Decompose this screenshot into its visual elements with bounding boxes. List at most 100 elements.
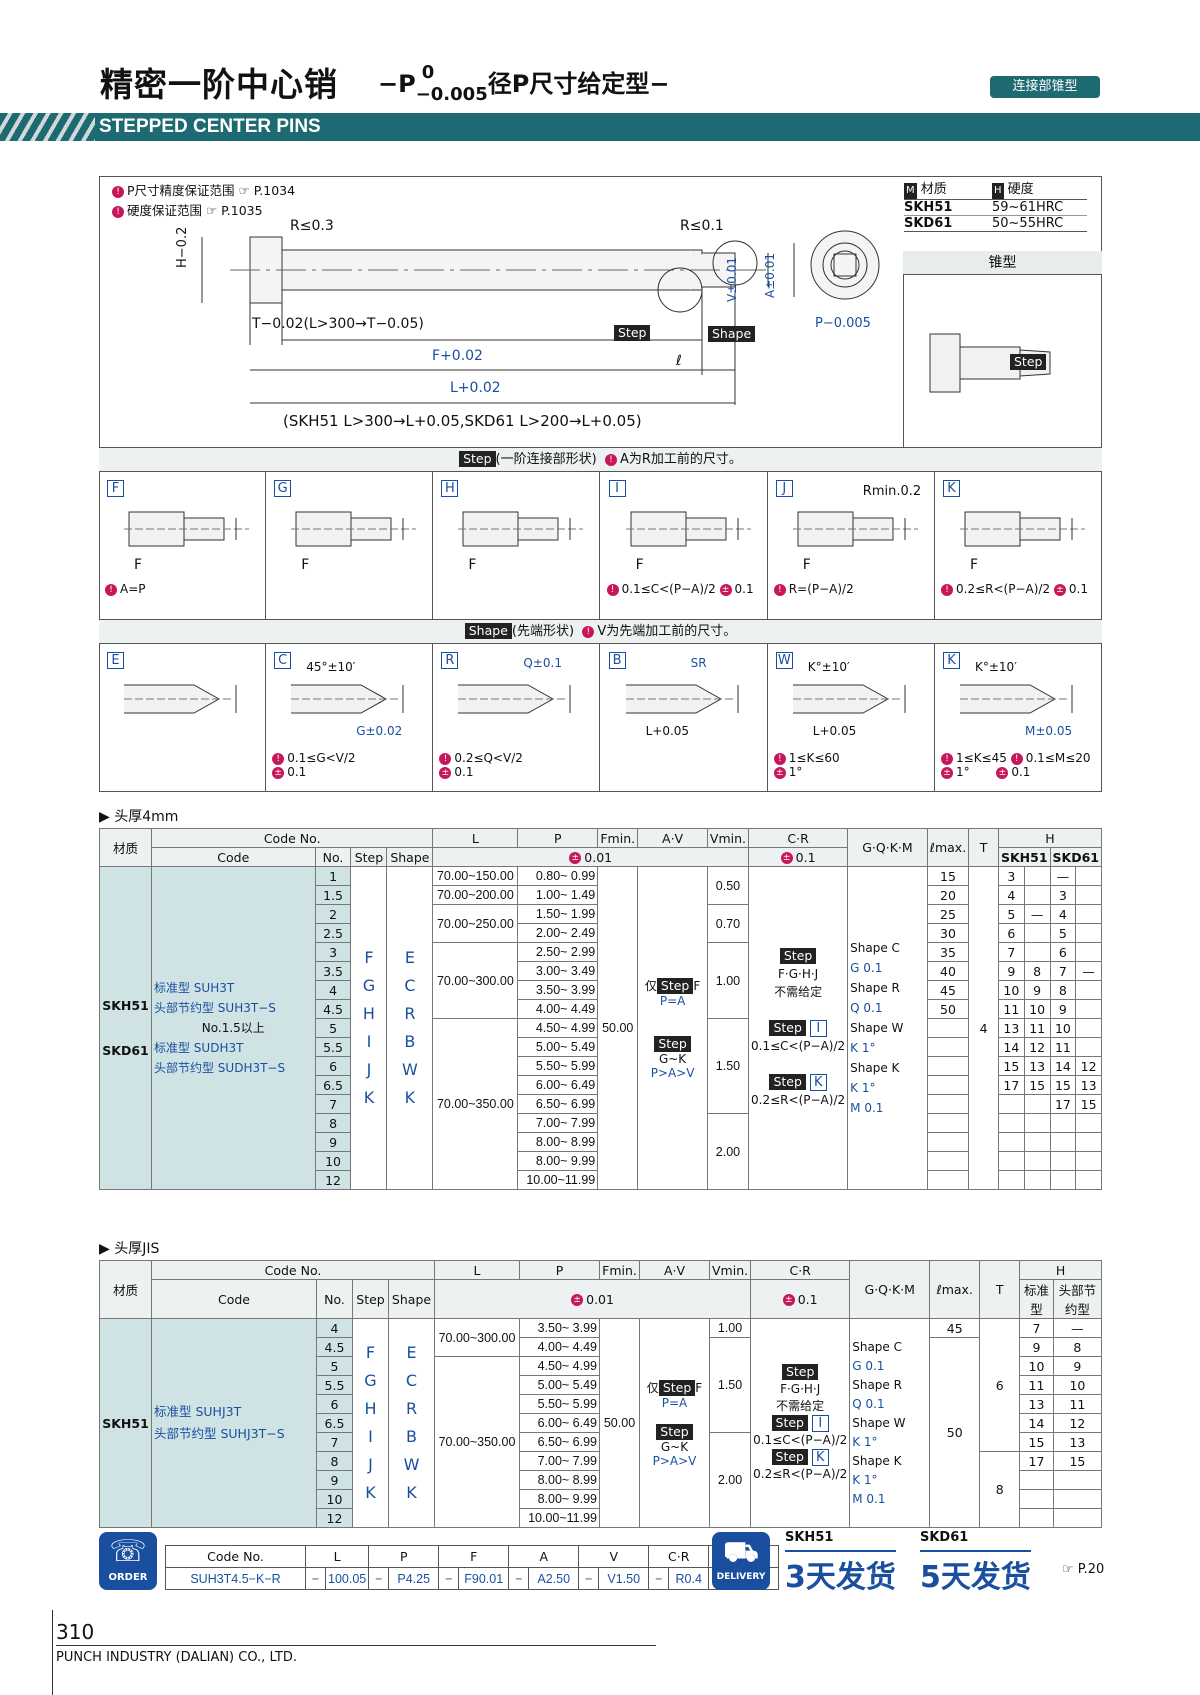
order-value: R0.4 (668, 1567, 710, 1590)
col-no: No. (316, 1279, 353, 1319)
no-cell: 5 (314, 1018, 352, 1038)
vmin-value: 1.00 (708, 1318, 752, 1338)
h-value (1075, 1018, 1102, 1038)
h-value (997, 1132, 1025, 1152)
l-range: 70.00~150.00 (432, 866, 519, 886)
shape-key: W (775, 652, 793, 669)
h-value: 9 (1019, 1337, 1054, 1357)
col-p: P (519, 1260, 600, 1280)
step-key: F (107, 480, 124, 497)
lmax-value (926, 1151, 970, 1171)
no-cell: 7 (314, 1094, 352, 1114)
h-value: 12 (1075, 1056, 1102, 1076)
lmax-value: 45 (929, 1318, 981, 1338)
p-range: 4.50~ 4.99 (517, 1018, 599, 1038)
h-value: 11 (1049, 1037, 1077, 1057)
h-value: 3 (997, 866, 1025, 886)
order-header: A (508, 1545, 580, 1568)
step-sketch (458, 511, 584, 547)
step-key: G (274, 480, 292, 497)
step-note: !0.2≤R<(P−A)/2 ±0.1 (941, 582, 1088, 596)
col-shape: Shape (388, 1279, 435, 1319)
h-value (1023, 885, 1051, 905)
h-value (1075, 1037, 1102, 1057)
no-cell: 4 (316, 1318, 353, 1338)
order-value: − (305, 1567, 326, 1590)
col-shape: Shape (386, 847, 434, 867)
delivery-skh51-days: 3天发货 (785, 1550, 896, 1596)
step-note: !R=(P−A)/2 (773, 582, 854, 596)
delivery-icon: ⛟DELIVERY (712, 1532, 770, 1590)
lmax-value (926, 1075, 970, 1095)
no-cell: 3.5 (314, 961, 352, 981)
p-range: 2.00~ 2.49 (517, 923, 599, 943)
lmax-value (926, 1113, 970, 1133)
shape-angle: K°±10′ (807, 660, 850, 674)
no-cell: 5.5 (314, 1037, 352, 1057)
step-sketch (291, 511, 417, 547)
h-value: 8 (1052, 1337, 1103, 1357)
category-badge: 连接部锥型 (990, 76, 1100, 98)
shape-angle: K°±10′ (975, 660, 1017, 674)
col-gqkm: G·Q·K·M (847, 828, 928, 867)
order-header: V (578, 1545, 650, 1568)
vmin-value: 2.00 (706, 1113, 750, 1190)
lmax-value: 50 (929, 1337, 981, 1528)
vmin-value: 2.00 (708, 1432, 752, 1528)
footer-line (56, 1645, 656, 1646)
h-value: 10 (1023, 999, 1051, 1019)
no-cell: 9 (316, 1470, 353, 1490)
col-lmax: ℓmax. (929, 1260, 981, 1319)
label-h: H−0.2 (175, 226, 190, 268)
lmax-value: 15 (926, 866, 970, 886)
p-range: 8.00~ 9.99 (517, 1151, 599, 1171)
phone-icon: ☏ (109, 1534, 147, 1569)
no-cell: 2.5 (314, 923, 352, 943)
page-number: 310 (56, 1620, 95, 1644)
col-t: T (968, 828, 999, 867)
col-l: L (432, 828, 519, 848)
p-range: 6.50~ 6.99 (517, 1094, 599, 1114)
shape-dim: Q±0.1 (523, 656, 562, 670)
col-l: L (434, 1260, 520, 1280)
order-value: P4.25 (388, 1567, 440, 1590)
h-value (1049, 1151, 1077, 1171)
p-range: 8.00~ 8.99 (519, 1470, 600, 1490)
h-value: 11 (1019, 1375, 1054, 1395)
shape-dim: G±0.02 (356, 724, 403, 738)
shape-sketch (458, 684, 571, 714)
shape-l: L+0.05 (645, 724, 690, 738)
table1-heading: ▶ 头厚4mm (99, 809, 179, 825)
tol-0-1: ±0.1 (750, 1279, 851, 1319)
shape-note: !1≤K≤60±1° (773, 751, 840, 779)
no-cell: 10 (314, 1151, 352, 1171)
pin-drawing (201, 236, 795, 405)
order-header: F (438, 1545, 510, 1568)
h-value (997, 1151, 1025, 1171)
label-r-right: R≤0.1 (680, 218, 724, 234)
h-value: 9 (1023, 980, 1051, 1000)
fmin-value: 50.00 (599, 1318, 640, 1528)
shape-sketch (124, 684, 237, 714)
step-f-label: F (802, 557, 811, 573)
shape-key: E (107, 652, 124, 669)
no-cell: 2 (314, 904, 352, 924)
step-sketch (625, 511, 751, 547)
no-cell: 8 (316, 1451, 353, 1471)
step-extra: Rmin.0.2 (862, 484, 922, 499)
p-range: 3.00~ 3.49 (517, 961, 599, 981)
shape-note: !0.2≤Q<V/2±0.1 (439, 751, 523, 779)
step-sketch (960, 511, 1085, 547)
h-value: 8 (1023, 961, 1051, 981)
